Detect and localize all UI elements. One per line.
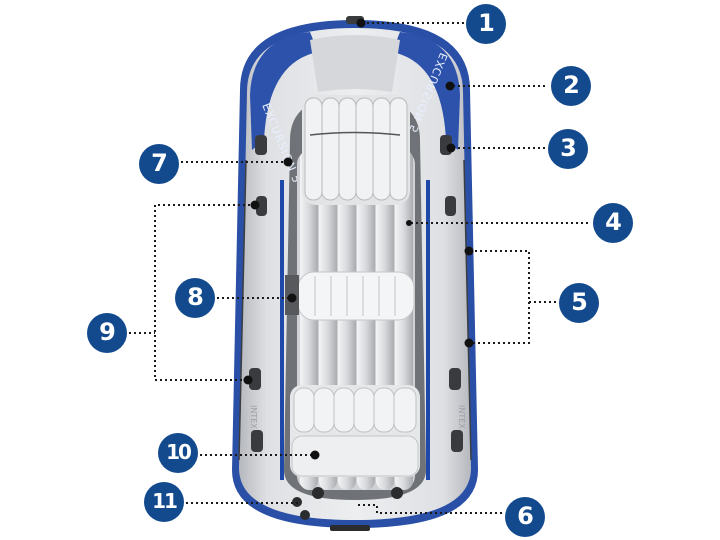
- callout-7: 7: [139, 144, 179, 184]
- callout-10: 10: [158, 433, 198, 473]
- rear-seat: [290, 385, 420, 477]
- stern-fittings: [292, 487, 403, 531]
- callout-3: 3: [548, 129, 588, 169]
- callout-1: 1: [466, 4, 506, 44]
- callout-6: 6: [505, 497, 545, 537]
- side-brand-left: INTEX: [249, 405, 258, 429]
- side-brand-right: INTEX: [457, 405, 466, 429]
- leader-dots: [243, 18, 474, 460]
- callout-9: 9: [87, 313, 127, 353]
- middle-seat: [285, 271, 415, 321]
- callout-4: 4: [593, 203, 633, 243]
- leader-lines: [129, 22, 591, 514]
- callout-2: 2: [551, 66, 591, 106]
- callout-8: 8: [175, 278, 215, 318]
- front-seat: [302, 95, 410, 205]
- callout-5: 5: [559, 283, 599, 323]
- side-valves: [249, 135, 463, 452]
- callout-11: 11: [144, 482, 184, 522]
